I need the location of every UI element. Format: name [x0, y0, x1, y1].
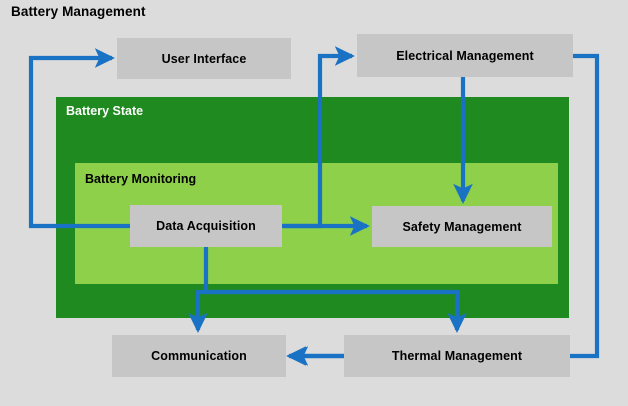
page-title: Battery Management [11, 4, 146, 19]
node-communication[interactable]: Communication [112, 335, 286, 377]
container-label-battery-state: Battery State [66, 104, 144, 118]
container-label-battery-monitoring: Battery Monitoring [85, 172, 197, 186]
node-data-acquisition[interactable]: Data Acquisition [130, 205, 282, 247]
node-safety-management[interactable]: Safety Management [372, 206, 552, 247]
node-thermal-management[interactable]: Thermal Management [344, 335, 570, 377]
node-electrical-management[interactable]: Electrical Management [357, 34, 573, 77]
node-user-interface[interactable]: User Interface [117, 38, 291, 79]
